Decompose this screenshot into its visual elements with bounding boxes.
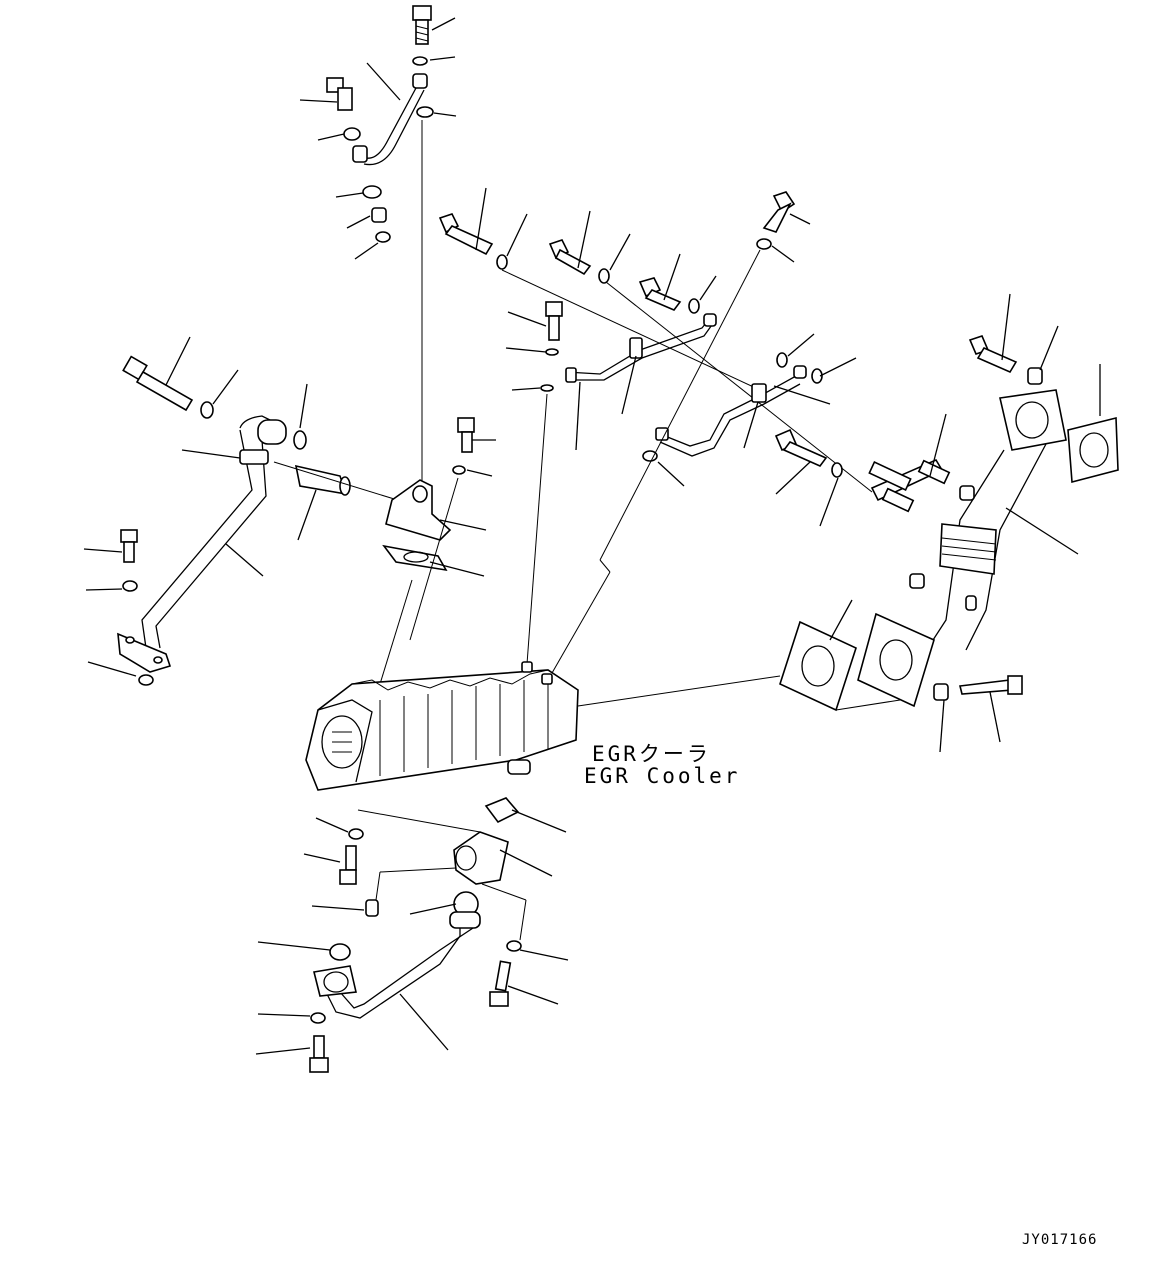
exhaust-gasket-lower [779,620,857,712]
washer-19 [348,828,364,840]
washer-21 [506,940,522,952]
hose [294,464,348,496]
clamp-band [239,449,269,465]
bolt-right-top [968,335,1018,374]
washer-13 [540,384,554,392]
banjo-bolt [326,77,353,111]
exhaust-flange-lower [857,612,935,708]
o-ring-2 [138,674,154,686]
washer-18 [831,462,843,478]
long-bolt-center [438,213,494,256]
nut [371,207,387,223]
nut-right [1027,367,1043,385]
egr-cooler-label-ja: EGRクーラ [592,742,711,766]
bolt-bottom [309,1035,329,1073]
bolt-top-right [762,191,796,233]
washer-6 [200,401,214,419]
water-pipe-left [239,415,271,429]
bolt-bottom-right [489,960,512,1007]
washer-15 [776,352,788,368]
washer-2 [416,106,434,118]
exhaust-pipe [909,389,1067,661]
egr-cooler-label-en: EGR Cooler [584,764,741,788]
o-ring-4 [329,943,351,961]
water-outlet-connector [385,479,452,541]
washer-5 [375,231,391,243]
bolt-center-3 [638,277,682,311]
pipe-fitting-top [412,73,428,89]
washer-9 [496,254,508,270]
o-ring-1 [293,430,307,450]
plug [365,899,379,917]
long-bolt-left [122,355,194,412]
top-bolt [412,5,432,45]
bolt-center-2 [548,239,592,276]
bolt-bottom-left [339,845,357,885]
water-pipe-bottom [313,911,481,1019]
bolt-right-lower [959,675,1023,695]
nut-right-lower [933,683,949,701]
washer-16 [642,450,658,462]
washer-12 [545,348,559,356]
exhaust-gasket-right [1067,416,1119,484]
washer-1 [412,56,428,66]
bracket [868,458,951,513]
small-tube [359,87,417,159]
gasket-center [382,544,448,572]
egr-cooler [305,661,579,791]
washer-14 [811,368,823,384]
washer-11 [688,298,700,314]
washer-17 [756,238,772,250]
banjo-fitting [352,145,368,163]
water-inlet-connector [453,831,509,885]
washer-10 [598,268,610,284]
drawing-code: JY017166 [1022,1232,1098,1248]
connector-bolt [457,417,475,453]
bracket-bolt [774,428,828,467]
washer-4 [362,185,382,199]
bolt-vertical-center [545,301,563,341]
flange-bolt-left [120,529,138,563]
washer-3 [343,127,361,141]
washer-7 [122,580,138,592]
washer-8 [452,465,466,475]
washer-20 [310,1012,326,1024]
